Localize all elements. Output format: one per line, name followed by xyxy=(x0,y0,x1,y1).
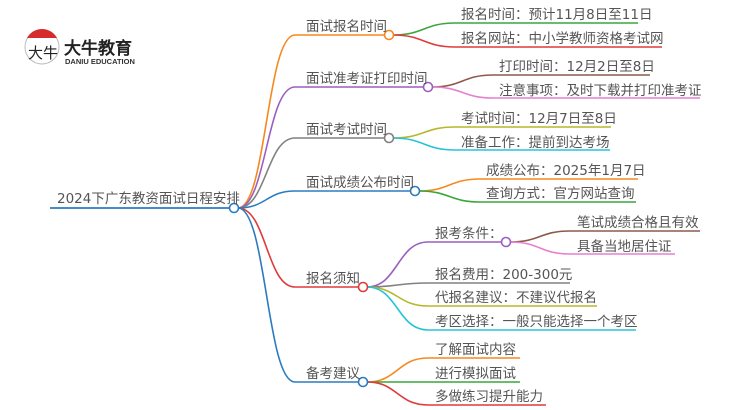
leaf[interactable]: 报名网站：中小学教师资格考试网 xyxy=(461,31,664,47)
logo-red-arc-icon xyxy=(27,29,57,38)
leaf[interactable]: 具备当地居住证 xyxy=(577,238,672,255)
leaf[interactable]: 了解面试内容 xyxy=(435,341,516,358)
logo-mark: 大牛 xyxy=(28,44,58,62)
logo-subtitle: DANIU EDUCATION xyxy=(65,57,135,66)
leaf[interactable]: 考试时间：12月7日至8日 xyxy=(461,111,617,127)
branch-prep-advice[interactable]: 备考建议 xyxy=(306,365,360,382)
connector-line xyxy=(237,207,359,288)
logo-name: 大牛教育 xyxy=(64,38,132,59)
connector-line xyxy=(431,86,700,99)
leaf[interactable]: 进行模拟面试 xyxy=(435,366,516,382)
leaf[interactable]: 笔试成绩合格且有效 xyxy=(577,215,699,231)
logo: 大牛 大牛教育 DANIU EDUCATION xyxy=(24,29,135,66)
node-circles xyxy=(228,29,512,388)
leaf[interactable]: 报名时间：预计11月8日至11日 xyxy=(461,7,652,23)
collapse-node-icon[interactable] xyxy=(228,202,240,214)
branch-registration-notes[interactable]: 报名须知 xyxy=(306,270,360,287)
collapse-node-icon[interactable] xyxy=(357,281,369,293)
connector-line xyxy=(366,282,570,288)
connector-line xyxy=(366,286,597,307)
leaf-conditions[interactable]: 报考条件： xyxy=(435,225,503,242)
connector-line xyxy=(366,241,502,288)
leaf[interactable]: 考区选择：一般只能选择一个考区 xyxy=(435,314,638,330)
collapse-node-icon[interactable] xyxy=(383,132,395,144)
branch-exam-time[interactable]: 面试考试时间 xyxy=(306,122,387,138)
leaf[interactable]: 查询方式：官方网站查询 xyxy=(486,186,635,202)
connector-line xyxy=(366,381,546,406)
connector-line xyxy=(392,137,610,151)
collapse-node-icon[interactable] xyxy=(422,81,434,93)
branch-results[interactable]: 面试成绩公布时间 xyxy=(306,175,414,191)
branch-admission-ticket[interactable]: 面试准考证打印时间 xyxy=(306,70,428,87)
connector-line xyxy=(366,286,636,331)
leaf[interactable]: 准备工作：提前到达考场 xyxy=(461,134,610,151)
connector-line xyxy=(237,137,385,209)
leaf[interactable]: 报名费用：200-300元 xyxy=(435,267,572,283)
branch-registration-time[interactable]: 面试报名时间 xyxy=(306,19,387,35)
connector-line xyxy=(237,190,411,209)
collapse-node-icon[interactable] xyxy=(357,376,369,388)
connector-line xyxy=(509,241,675,255)
collapse-node-icon[interactable] xyxy=(500,236,512,248)
leaf[interactable]: 多做练习提升能力 xyxy=(435,388,543,405)
leaf[interactable]: 打印时间：12月2日至8日 xyxy=(499,58,655,75)
collapse-node-icon[interactable] xyxy=(409,185,421,197)
connector-line xyxy=(392,34,662,48)
connector-line xyxy=(366,357,520,383)
connector-line xyxy=(392,22,638,36)
collapse-node-icon[interactable] xyxy=(383,29,395,41)
connector-line xyxy=(237,207,359,383)
connector-line xyxy=(418,190,636,203)
root-topic[interactable]: 2024下广东教资面试日程安排 xyxy=(57,191,240,207)
leaf[interactable]: 注意事项：及时下载并打印准考证 xyxy=(499,82,702,99)
connectors xyxy=(50,22,700,406)
leaf[interactable]: 成绩公布：2025年1月7日 xyxy=(486,163,646,179)
connector-line xyxy=(237,34,385,209)
connector-line xyxy=(237,86,424,209)
leaf[interactable]: 代报名建议：不建议代报名 xyxy=(435,290,597,306)
